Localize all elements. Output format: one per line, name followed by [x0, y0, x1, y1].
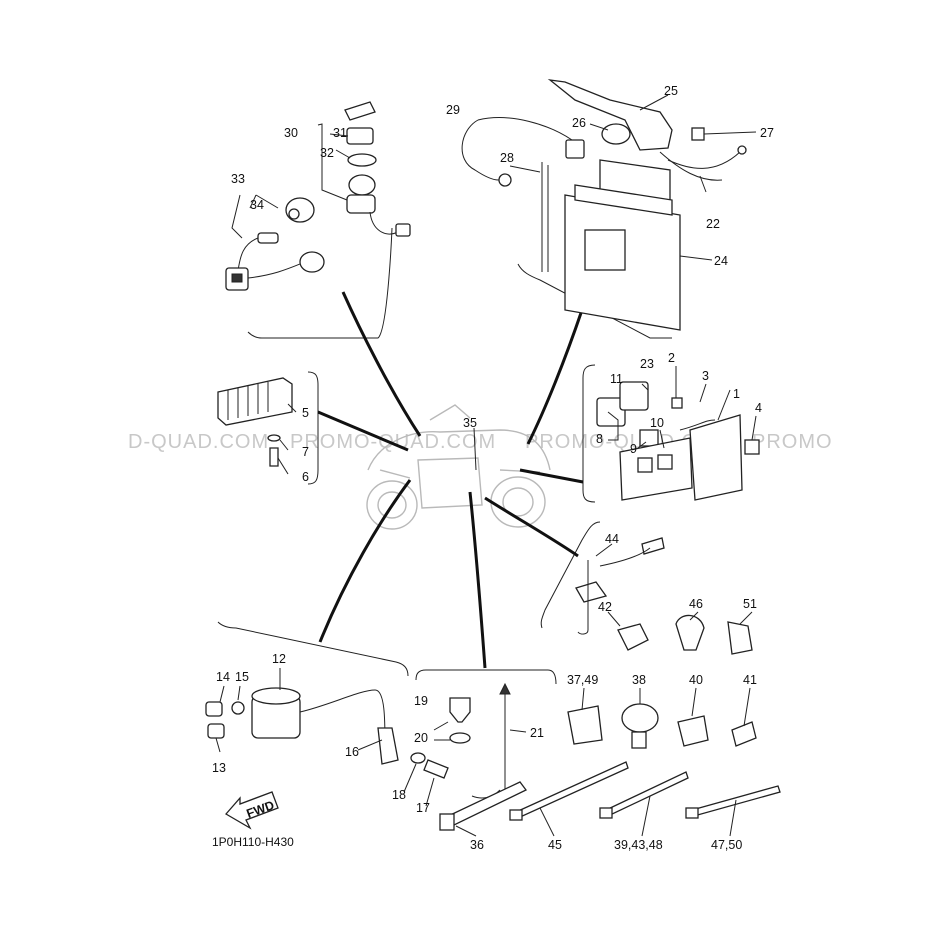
- callout-label: 21: [530, 726, 544, 740]
- fwd-arrow-icon: FWD: [224, 791, 279, 830]
- callout-label: 6: [302, 470, 309, 484]
- callout-label: 51: [743, 597, 757, 611]
- callout-label: 15: [235, 670, 249, 684]
- callout-label: 40: [689, 673, 703, 687]
- callout-label: 46: [689, 597, 703, 611]
- callout-label: 18: [392, 788, 406, 802]
- callout-label: 5: [302, 406, 309, 420]
- callout-label: 38: [632, 673, 646, 687]
- callout-label: 8: [596, 432, 603, 446]
- sensor-assembly: [449, 682, 511, 799]
- callout-label: 41: [743, 673, 757, 687]
- callout-label: 42: [598, 600, 612, 614]
- callout-label: 7: [302, 445, 309, 459]
- callout-label: 35: [463, 416, 477, 430]
- callout-label: 31: [333, 126, 347, 140]
- callout-label: 47,50: [711, 838, 742, 852]
- callout-label: 19: [414, 694, 428, 708]
- atv-outline: [366, 404, 551, 530]
- callout-label: 10: [650, 416, 664, 430]
- callout-label: 25: [664, 84, 678, 98]
- callout-label: 14: [216, 670, 230, 684]
- callout-label: 12: [272, 652, 286, 666]
- ignition-coil-assembly: [205, 687, 449, 779]
- main-switch-assembly: [344, 101, 411, 237]
- rectifier-regulator: [217, 377, 293, 467]
- callout-label: 16: [345, 745, 359, 759]
- clamp-set: [439, 537, 781, 831]
- callout-label: 28: [500, 151, 514, 165]
- callout-label: 30: [284, 126, 298, 140]
- watermark-text: PROMO: [752, 431, 833, 453]
- callout-label: 20: [414, 731, 428, 745]
- callout-leaders: [215, 94, 757, 837]
- group-frames: [217, 227, 672, 685]
- callout-label: 45: [548, 838, 562, 852]
- callout-label: 44: [605, 532, 619, 546]
- battery-assembly: [461, 79, 747, 331]
- callout-label: 9: [630, 442, 637, 456]
- relay-assembly: [596, 381, 760, 501]
- callout-label: 2: [668, 351, 675, 365]
- callout-label: 32: [320, 146, 334, 160]
- callout-label: 37,49: [567, 673, 598, 687]
- callout-label: 3: [702, 369, 709, 383]
- callout-label: 1: [733, 387, 740, 401]
- callout-label: 33: [231, 172, 245, 186]
- callout-label: 4: [755, 401, 762, 415]
- diagram-code: 1P0H110-H430: [212, 835, 294, 849]
- callout-labels: 1 2 3 4 5 6 7 8 9 10 11 12 13 14 15 16 1…: [212, 84, 774, 852]
- callout-label: 26: [572, 116, 586, 130]
- watermark: D-QUAD.COM PROMO-QUAD.COM PROMO-QUAD.COM…: [128, 431, 833, 453]
- callout-label: 17: [416, 801, 430, 815]
- switch-assembly: [225, 197, 325, 291]
- callout-label: 27: [760, 126, 774, 140]
- callout-label: 29: [446, 103, 460, 117]
- callout-label: 13: [212, 761, 226, 775]
- callout-label: 11: [610, 372, 623, 386]
- callout-label: 36: [470, 838, 484, 852]
- callout-label: 23: [640, 357, 654, 371]
- callout-label: 24: [714, 254, 728, 268]
- watermark-text: D-QUAD.COM: [128, 431, 269, 453]
- callout-label: 34: [250, 198, 264, 212]
- callout-label: 39,43,48: [614, 838, 663, 852]
- callout-label: 22: [706, 217, 720, 231]
- leader-lines: [317, 291, 584, 669]
